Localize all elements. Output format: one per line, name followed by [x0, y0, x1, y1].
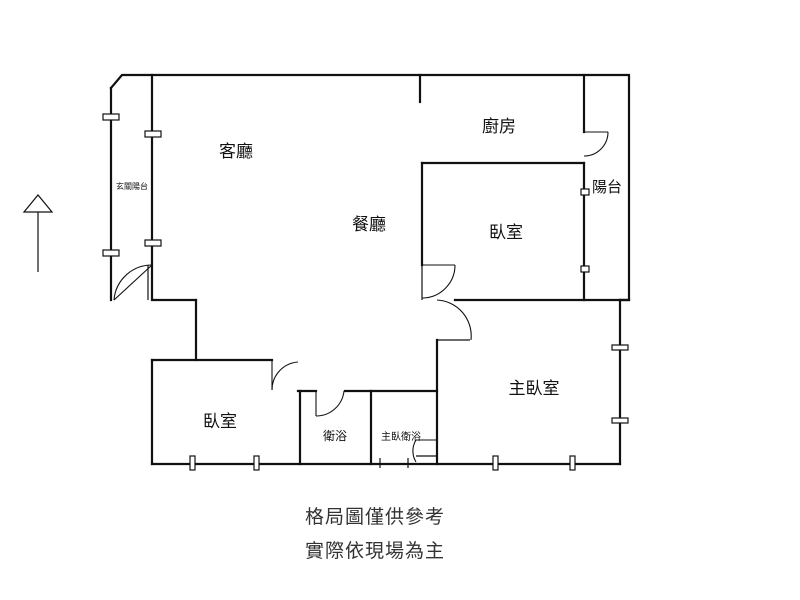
label-dining-room: 餐廳 [352, 215, 386, 235]
label-bedroom-lower: 臥室 [203, 412, 237, 432]
label-balcony: 陽台 [592, 178, 622, 196]
windows [102, 113, 629, 471]
label-living-room: 客廳 [219, 142, 253, 162]
label-bedroom-center: 臥室 [489, 223, 523, 243]
interior-walls [147, 73, 631, 466]
label-kitchen: 廚房 [482, 116, 516, 137]
doors [113, 131, 609, 463]
disclaimer-line-2: 實際依現場為主 [304, 540, 445, 562]
disclaimer-line-1: 格局圖僅供參考 [304, 506, 445, 528]
label-master-bathroom: 主臥衛浴 [381, 430, 421, 443]
label-master-bedroom: 主臥室 [509, 379, 560, 399]
label-bathroom: 衛浴 [323, 429, 347, 443]
north-arrow-icon [22, 194, 54, 272]
label-entrance-balcony: 玄關陽台 [116, 181, 148, 191]
